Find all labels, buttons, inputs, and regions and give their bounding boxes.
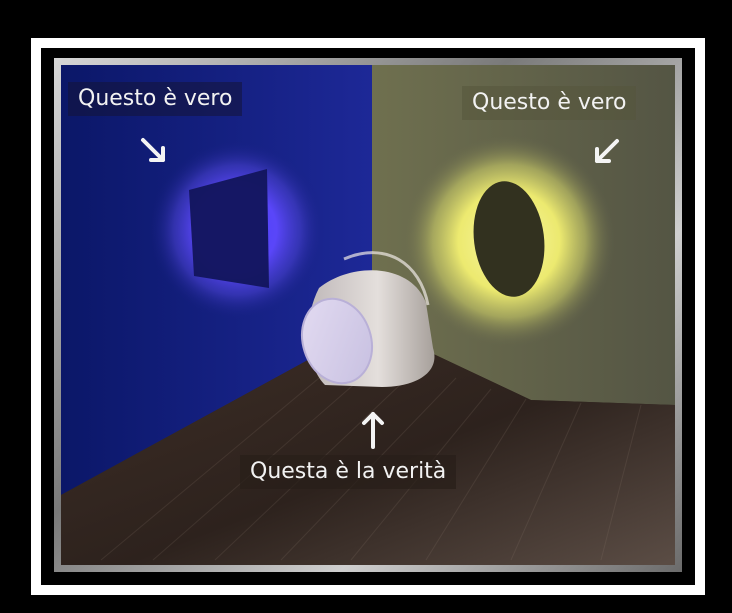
left-caption: Questo è vero [68,82,243,116]
right-caption: Questo è vero [462,86,637,120]
illustration [61,65,675,565]
square-shadow [189,169,269,288]
floor [61,325,675,565]
arrow-down-left-icon [595,139,619,163]
bottom-caption: Questa è la verità [240,455,457,489]
circle-shadow [473,181,545,297]
arrow-up-icon [362,412,384,449]
scene-svg [61,65,675,565]
cylinder [301,251,435,387]
arrow-down-right-icon [141,138,165,162]
